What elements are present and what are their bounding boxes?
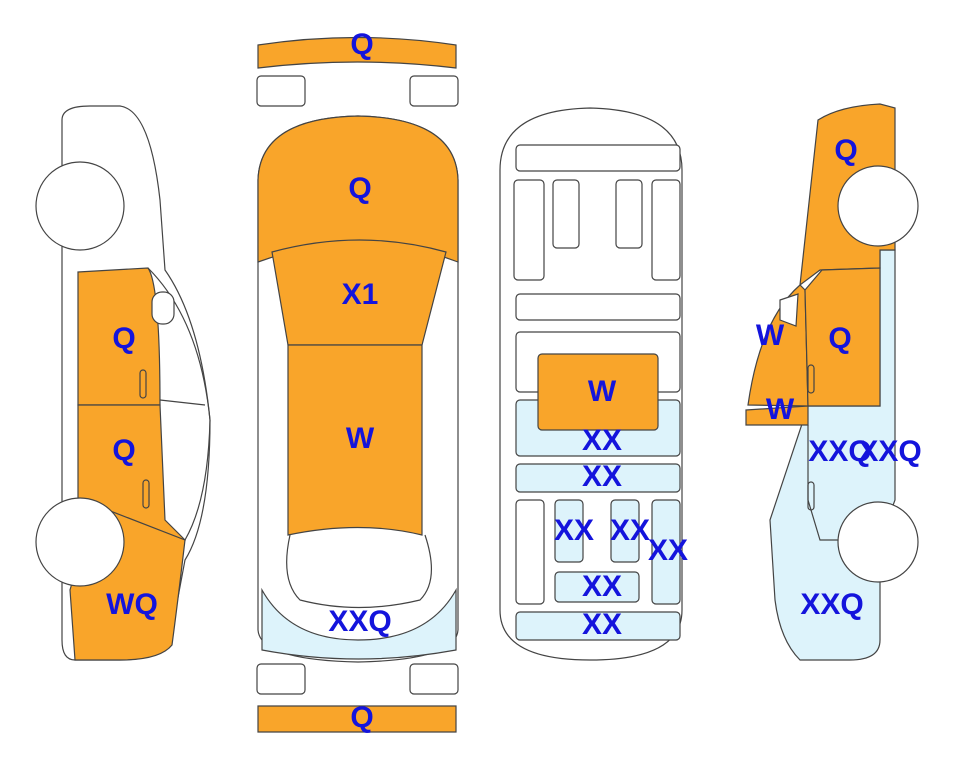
- interior-rear-seat-right[interactable]: [610, 499, 640, 563]
- interior-console[interactable]: [515, 463, 681, 493]
- right-rear-quarter-label: XXQ: [800, 588, 863, 621]
- rear-trunk[interactable]: [261, 587, 457, 660]
- console-label: XX: [582, 460, 622, 493]
- interior-rear-bench[interactable]: [554, 571, 640, 603]
- rear-bumper-label: Q: [350, 701, 373, 734]
- roof[interactable]: [287, 344, 423, 536]
- right-sill-label: W: [766, 393, 795, 426]
- left-rear-quarter-label: WQ: [106, 588, 158, 621]
- windshield-label: X1: [342, 278, 379, 311]
- rear-side-label: XX: [648, 534, 688, 567]
- front-bumper-label: Q: [350, 28, 373, 61]
- dashboard-label: W: [588, 375, 617, 408]
- left-side-view: Q Q WQ: [35, 105, 211, 661]
- rear-bumper[interactable]: [257, 705, 457, 733]
- top-view: Q Q X1 W XXQ Q: [256, 28, 459, 734]
- right-side-view: Q W Q W XXQ XXQ XXQ: [745, 103, 922, 661]
- left-front-door-label: Q: [112, 322, 135, 355]
- left-front-wheel: [35, 161, 125, 251]
- interior-view: W XX XX XX XX XX XX XX: [499, 107, 688, 661]
- cargo-label: XX: [582, 608, 622, 641]
- interior-rear-seat-left[interactable]: [554, 499, 584, 563]
- right-rear-wheel: [837, 501, 919, 583]
- trunk-label: XXQ: [328, 605, 391, 638]
- rear-seat-right-label: XX: [610, 514, 650, 547]
- left-rear-door-label: Q: [112, 434, 135, 467]
- right-rear-door-label: XXQ: [808, 435, 871, 468]
- right-fender-label: Q: [834, 134, 857, 167]
- right-front-wheel: [837, 165, 919, 247]
- interior-cargo[interactable]: [515, 611, 681, 641]
- interior-dashboard[interactable]: [537, 353, 659, 431]
- rear-bench-label: XX: [582, 570, 622, 603]
- right-front-door-label: Q: [828, 322, 851, 355]
- roof-label: W: [346, 422, 375, 455]
- hood-label: Q: [348, 172, 371, 205]
- right-rear-pillar-label: XXQ: [858, 435, 921, 468]
- windshield[interactable]: [271, 239, 447, 346]
- rear-seat-left-label: XX: [554, 514, 594, 547]
- left-rear-wheel: [35, 497, 125, 587]
- interior-rear-side[interactable]: [651, 499, 681, 605]
- front-seat-label: XX: [582, 424, 622, 457]
- front-bumper[interactable]: [257, 36, 457, 69]
- right-a-pillar-label: W: [756, 319, 785, 352]
